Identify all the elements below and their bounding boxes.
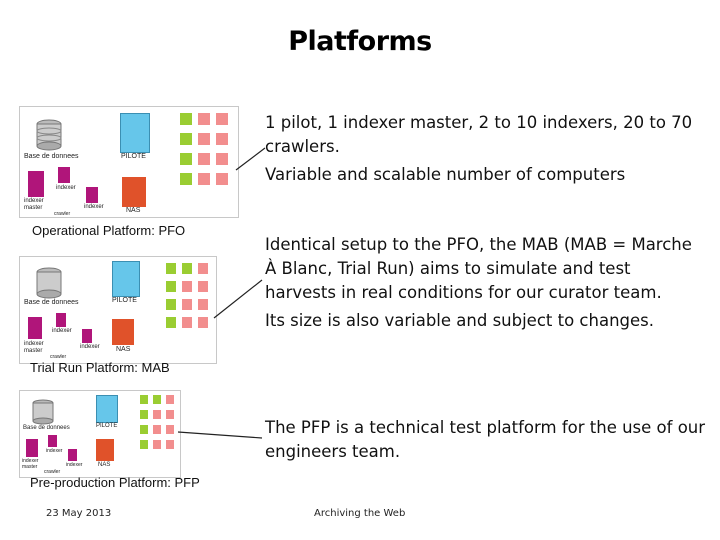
nas-icon	[96, 439, 114, 461]
description-line: crawlers.	[265, 137, 340, 156]
indexer-label: indexer	[66, 462, 83, 468]
indexer-icon	[58, 167, 70, 183]
indexer-label: indexer	[56, 185, 76, 191]
indexer-icon	[82, 329, 92, 343]
description-line: 1 pilot, 1 indexer master, 2 to 10 index…	[265, 113, 693, 132]
nas-label: NAS	[116, 346, 131, 353]
diagram-pfp: Base de donnees PILOTE indexer master in…	[19, 390, 181, 478]
footer-center: Archiving the Web	[314, 508, 406, 519]
pilote-server-icon	[120, 113, 150, 153]
description-line: Variable and scalable number of computer…	[265, 165, 626, 184]
description-mab: Identical setup to the PFO, the MAB (MAB…	[265, 233, 692, 333]
database-icon	[32, 399, 54, 425]
pilote-server-icon	[96, 395, 118, 423]
description-line: Identical setup to the PFO, the MAB (MAB…	[265, 235, 692, 254]
pilote-label: PILOTE	[121, 153, 146, 160]
arrow-mab	[213, 279, 263, 319]
crawler-server-grid	[178, 111, 236, 191]
indexer-label: indexer	[52, 328, 72, 334]
description-line: Its size is also variable and subject to…	[265, 311, 654, 330]
nas-icon	[122, 177, 146, 207]
pilote-server-icon	[112, 261, 140, 297]
indexer-label: indexer	[80, 344, 100, 350]
nas-label: NAS	[126, 207, 141, 214]
crawler-label: crawler	[44, 469, 61, 475]
indexer-icon	[48, 435, 57, 447]
page-title: Platforms	[288, 26, 432, 57]
database-icon	[36, 119, 62, 151]
crawler-server-grid	[164, 261, 216, 335]
indexer-icon	[86, 187, 98, 203]
indexer-label: indexer	[46, 448, 63, 454]
crawler-server-grid	[138, 393, 180, 455]
indexer-master-label: indexer master	[22, 458, 39, 470]
description-line: The PFP is a technical test platform for…	[265, 418, 706, 437]
pilote-label: PILOTE	[112, 297, 137, 304]
crawler-label: crawler	[50, 354, 67, 360]
pilote-label: PILOTE	[96, 423, 118, 429]
indexer-master-icon	[28, 171, 44, 197]
caption-mab: Trial Run Platform: MAB	[30, 360, 170, 375]
diagram-mab: Base de donnees PILOTE indexer master in…	[19, 256, 217, 364]
arrow-pfp	[177, 431, 263, 439]
caption-pfo: Operational Platform: PFO	[32, 223, 186, 238]
db-label: Base de donnees	[24, 299, 79, 306]
caption-pfp: Pre-production Platform: PFP	[30, 475, 200, 490]
indexer-master-icon	[28, 317, 42, 339]
indexer-label: indexer	[84, 204, 104, 210]
description-pfp: The PFP is a technical test platform for…	[265, 416, 705, 464]
indexer-icon	[68, 449, 77, 461]
description-line: harvests in real conditions for our cura…	[265, 283, 662, 302]
footer-date: 23 May 2013	[46, 508, 112, 519]
indexer-master-icon	[26, 439, 38, 457]
indexer-master-label: indexer master	[24, 198, 44, 211]
description-pfo: 1 pilot, 1 indexer master, 2 to 10 index…	[265, 111, 692, 187]
nas-icon	[112, 319, 134, 345]
database-icon	[36, 267, 62, 299]
description-line: À Blanc, Trial Run) aims to simulate and…	[265, 259, 631, 278]
diagram-pfo: Base de donnees PILOTE indexer master in…	[19, 106, 239, 218]
db-label: Base de donnees	[24, 153, 79, 160]
arrow-pfo	[235, 147, 266, 171]
crawler-label: crawler	[54, 211, 71, 217]
description-line: engineers team.	[265, 442, 401, 461]
nas-label: NAS	[98, 462, 111, 468]
db-label: Base de donnees	[23, 425, 70, 431]
indexer-master-label: indexer master	[24, 341, 44, 354]
indexer-icon	[56, 313, 66, 327]
